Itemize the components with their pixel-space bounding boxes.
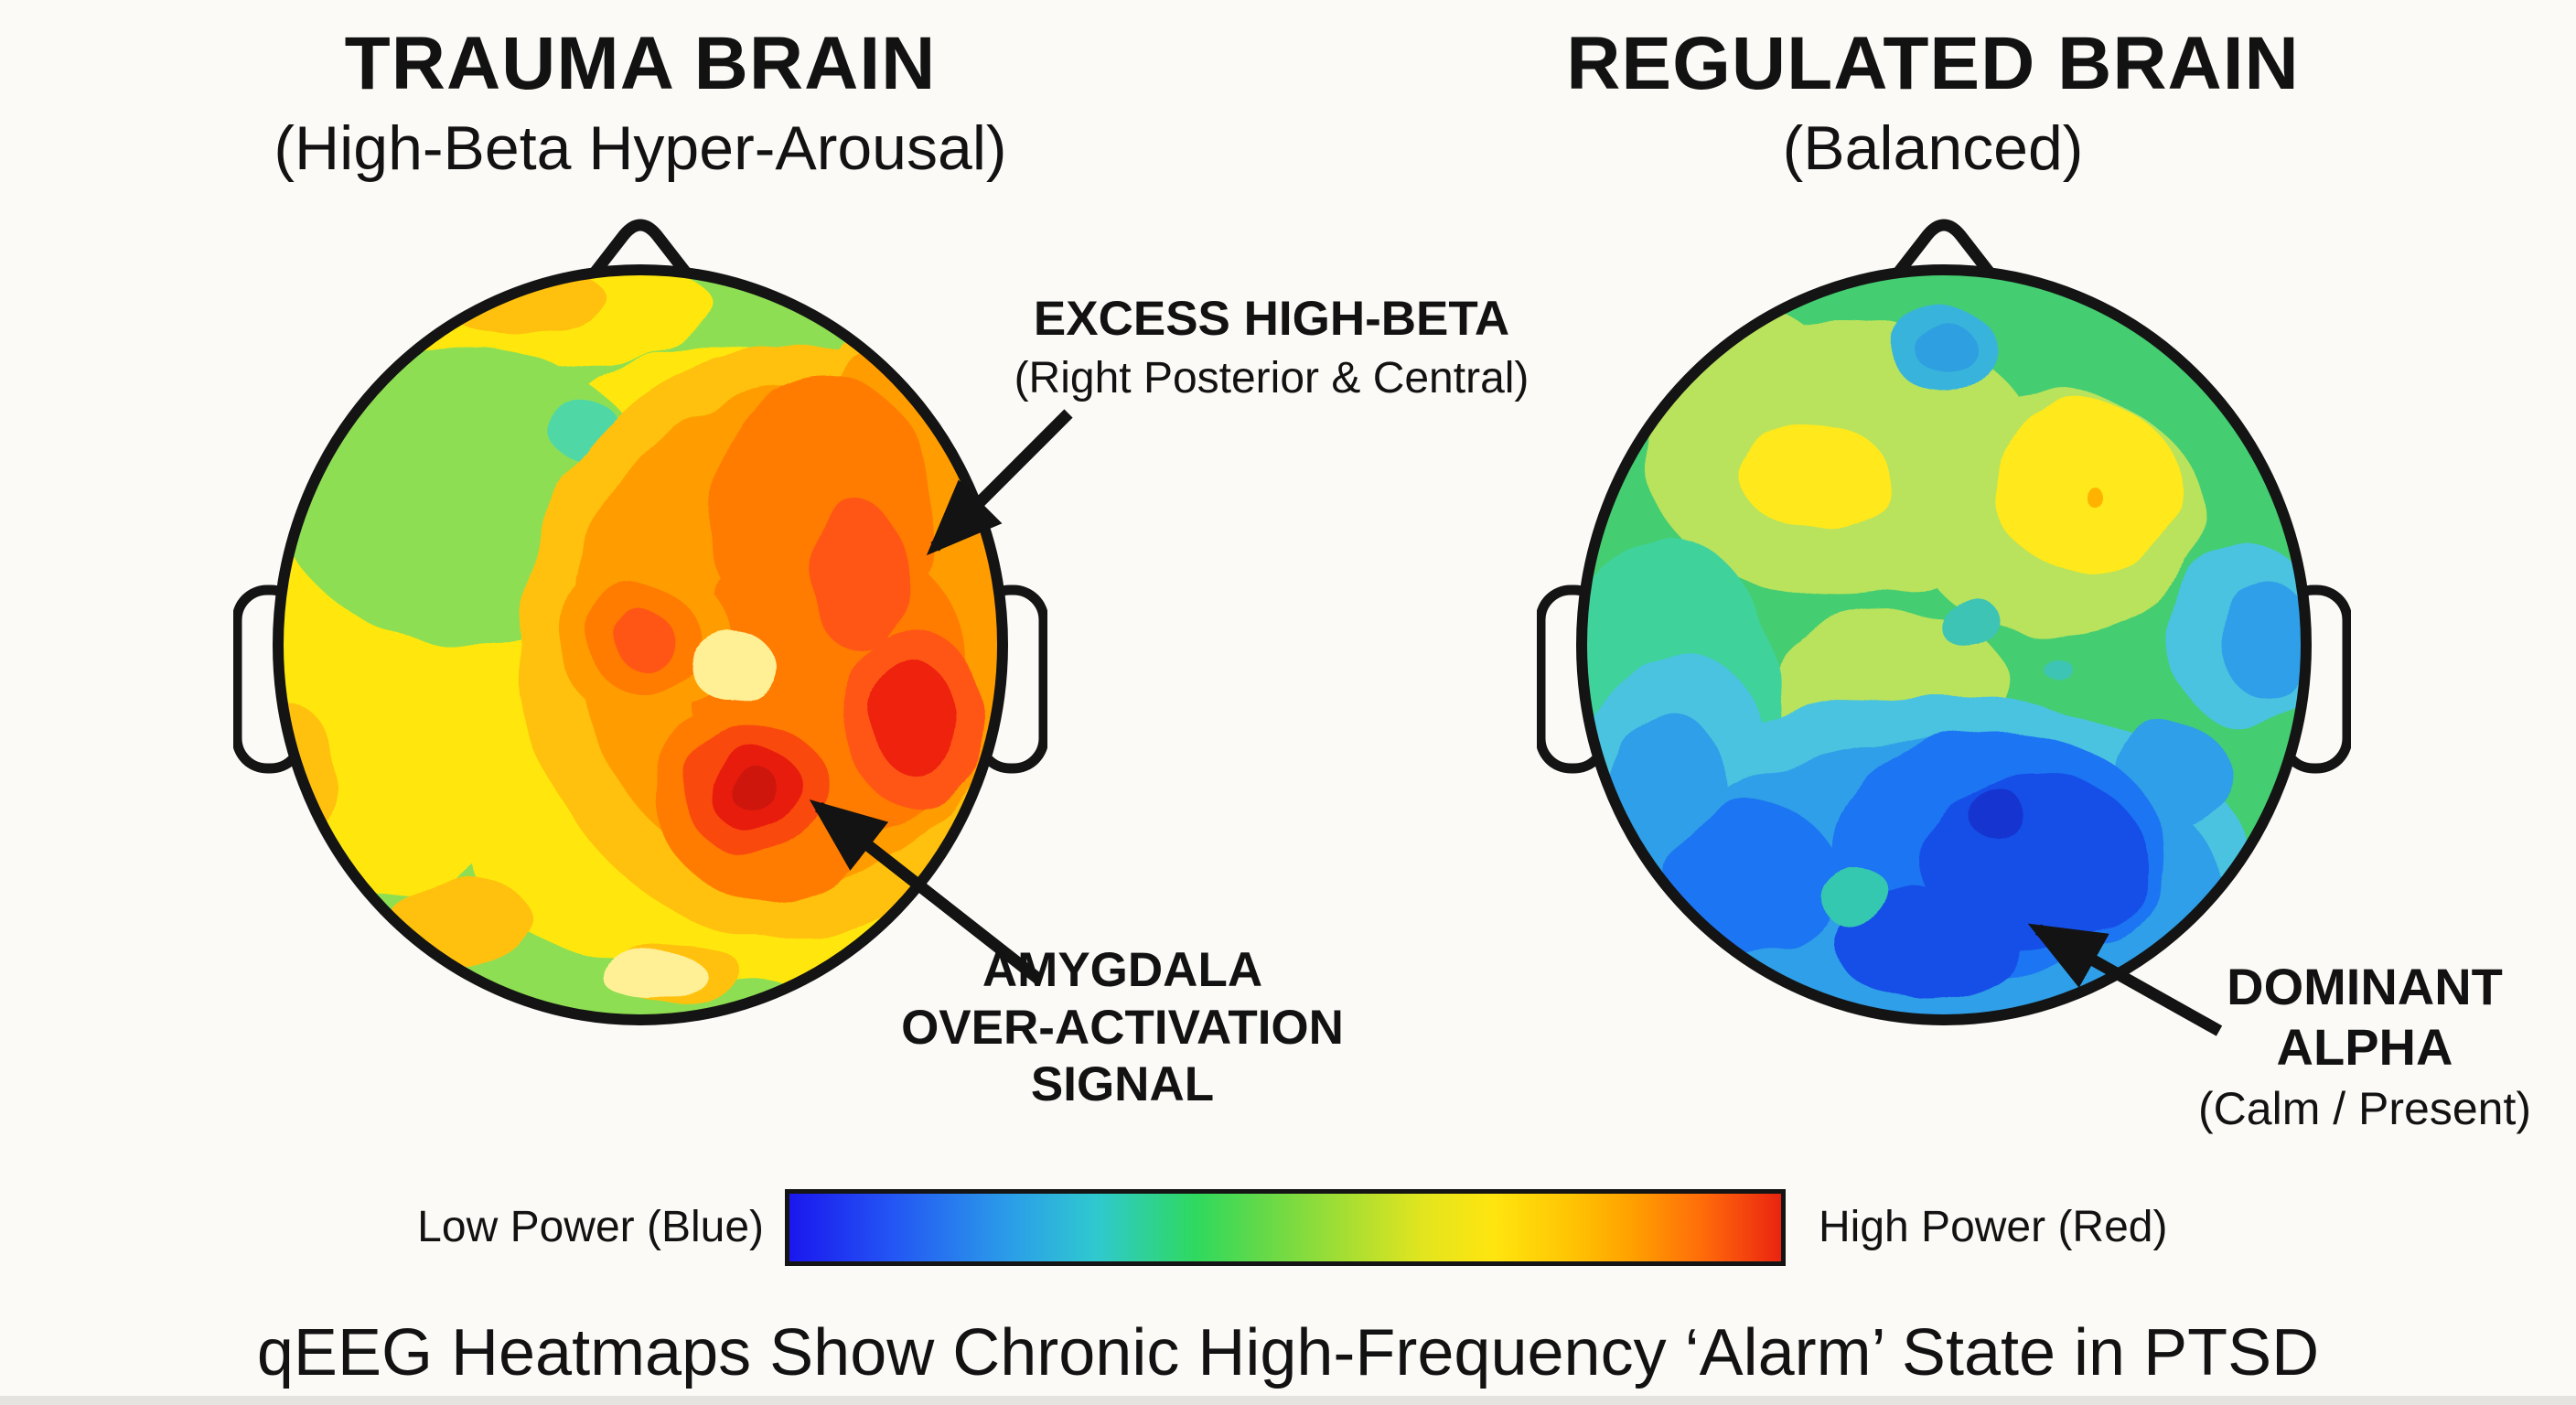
trauma-subtitle: (High-Beta Hyper-Arousal) (274, 113, 1007, 183)
amygdala-line-1: AMYGDALA (982, 943, 1263, 997)
alpha-line-1: DOMINANT (2227, 958, 2503, 1015)
amygdala-line-2: OVER-ACTIVATION (901, 1000, 1344, 1055)
bottom-edge-strip (0, 1396, 2576, 1405)
dominant-alpha-annotation: DOMINANT ALPHA (Calm / Present) (2154, 957, 2575, 1136)
excess-high-beta-annotation: EXCESS HIGH-BETA (Right Posterior & Cent… (951, 291, 1592, 404)
regulated-title: REGULATED BRAIN (1566, 22, 2300, 105)
colorbar (785, 1189, 1786, 1266)
amygdala-arrow (809, 799, 1043, 984)
head-outline (273, 264, 1008, 1025)
alpha-line-2: ALPHA (2276, 1018, 2453, 1077)
trauma-panel-title: TRAUMA BRAIN (High-Beta Hyper-Arousal) (183, 20, 1098, 183)
dominant-alpha-arrow (2027, 923, 2223, 1036)
regulated-subtitle: (Balanced) (1782, 113, 2084, 183)
alpha-sublabel: (Calm / Present) (2198, 1083, 2531, 1135)
colorbar-high-label: High Power (Red) (1819, 1203, 2168, 1251)
trauma-heatmap (278, 270, 1003, 1020)
regulated-panel-title: REGULATED BRAIN (Balanced) (1476, 20, 2390, 183)
amygdala-annotation: AMYGDALA OVER-ACTIVATION SIGNAL (894, 942, 1351, 1114)
trauma-topomap (233, 219, 1047, 1025)
excess-high-beta-arrow (926, 409, 1073, 556)
excess-label: EXCESS HIGH-BETA (1033, 292, 1510, 346)
colorbar-low-label: Low Power (Blue) (417, 1203, 764, 1251)
figure-caption: qEEG Heatmaps Show Chronic High-Frequenc… (256, 1316, 2320, 1389)
excess-sublabel: (Right Posterior & Central) (1014, 353, 1530, 402)
amygdala-line-3: SIGNAL (1030, 1057, 1215, 1112)
head-outline (1576, 264, 2312, 1025)
trauma-title: TRAUMA BRAIN (344, 22, 937, 105)
